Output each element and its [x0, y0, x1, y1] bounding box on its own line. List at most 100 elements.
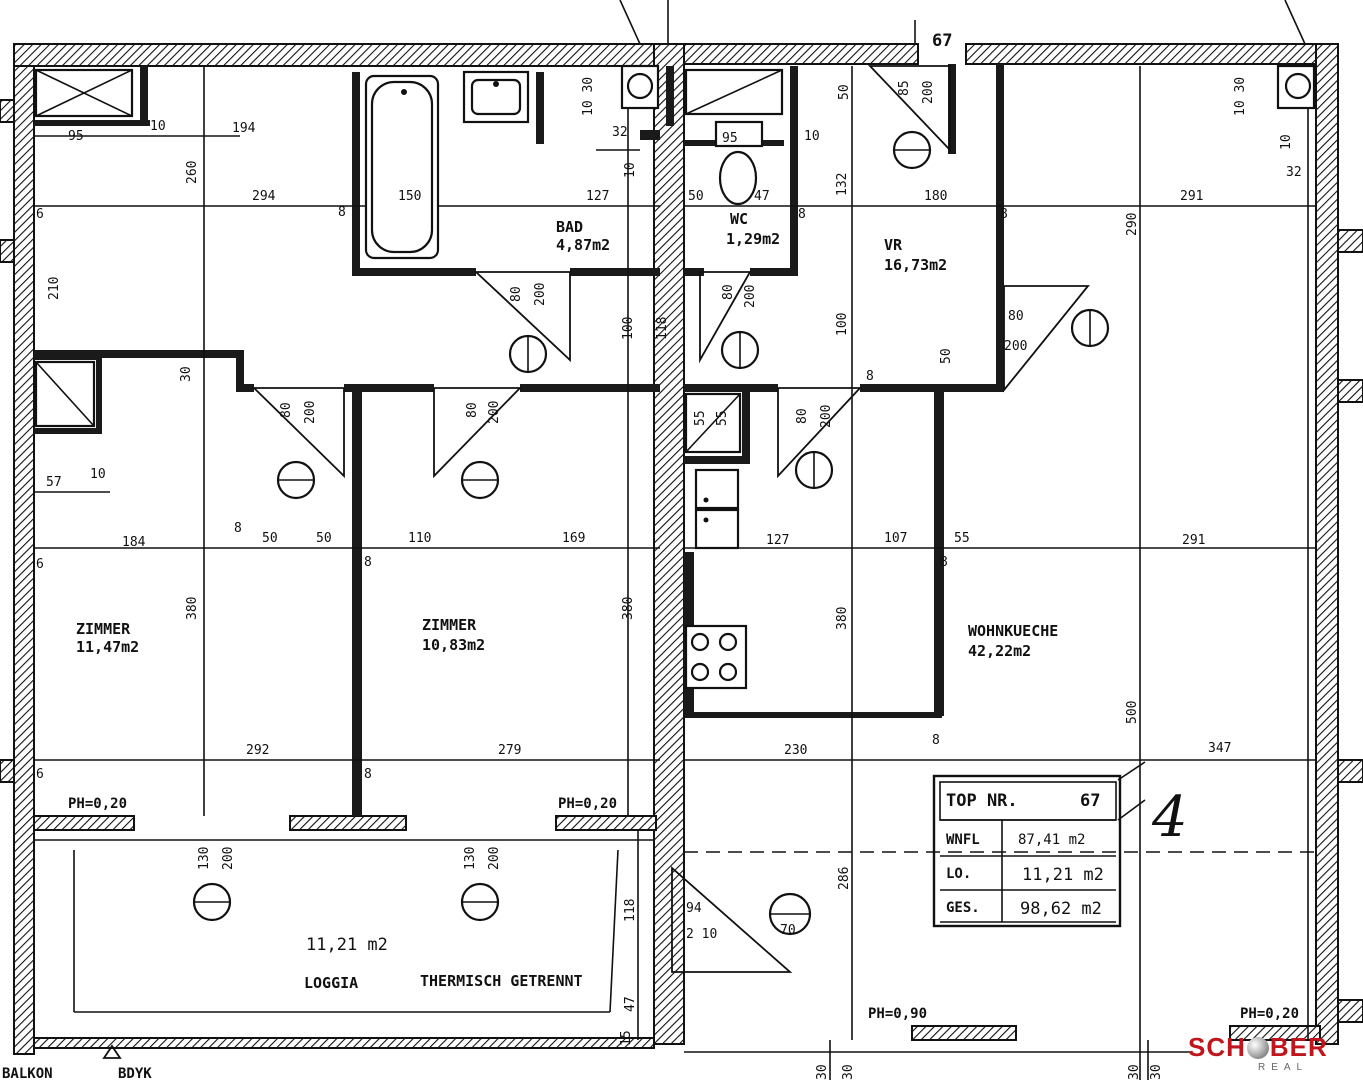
dim: 127	[766, 533, 789, 548]
dim: 32	[1286, 165, 1302, 180]
room-area-wohnkueche: 42,22m2	[968, 642, 1031, 660]
dim: 80	[279, 402, 294, 418]
room-area-zimmer-2: 10,83m2	[422, 636, 485, 654]
dim: 200	[819, 405, 834, 428]
summary-top-number: 67	[1080, 791, 1100, 811]
dim: 55	[715, 410, 730, 426]
dim: 10	[1279, 134, 1294, 150]
summary-top-label: TOP NR.	[946, 791, 1018, 811]
fixtures	[34, 64, 1316, 690]
dim: 8	[932, 733, 940, 748]
room-name-zimmer-1: ZIMMER	[76, 620, 131, 638]
dim: 200	[303, 401, 318, 424]
dim: 57	[46, 475, 62, 490]
dim: 10 30	[581, 77, 596, 116]
dim: 200	[487, 847, 502, 870]
door-swings	[192, 65, 1110, 973]
room-area-zimmer-1: 11,47m2	[76, 638, 139, 656]
dim: 169	[562, 531, 585, 546]
logo-subtext: REAL	[1258, 1062, 1309, 1073]
dim: 130	[463, 847, 478, 870]
logo-text-b: BER	[1269, 1032, 1328, 1062]
dimension-lines	[34, 0, 1316, 1080]
loggia-outline	[34, 839, 654, 1013]
dim: 10	[90, 467, 106, 482]
dim: 110	[408, 531, 431, 546]
dim: 210	[47, 277, 62, 300]
dim: 292	[246, 743, 269, 758]
dim: 380	[621, 597, 636, 620]
dim: 80	[721, 284, 736, 300]
dim: 200	[487, 401, 502, 424]
dim: 118	[655, 317, 670, 340]
dim: 8	[866, 369, 874, 384]
dim: 200	[1004, 339, 1027, 354]
dim: 70	[780, 923, 796, 938]
dim: 230	[784, 743, 807, 758]
dim: 127	[586, 189, 609, 204]
area-summary-table	[932, 761, 1146, 928]
dim: 200	[743, 285, 758, 308]
room-name-vr: VR	[884, 236, 903, 254]
dim: 200	[221, 847, 236, 870]
summary-row-label-lo: LO.	[946, 866, 971, 882]
dim: 184	[122, 535, 146, 550]
dim: 100	[621, 317, 636, 340]
loggia-note: THERMISCH GETRENNT	[420, 972, 583, 990]
dim: 50	[316, 531, 332, 546]
ph-label-3: PH=0,90	[868, 1006, 927, 1022]
ph-label-1: PH=0,20	[68, 796, 127, 812]
dim: 10	[150, 119, 166, 134]
dim: 6	[36, 207, 44, 222]
room-name-wohnkueche: WOHNKUECHE	[968, 622, 1058, 640]
dim: 10	[804, 129, 820, 144]
dim: 8	[234, 521, 242, 536]
dim: 2 10	[686, 927, 717, 942]
dim: 260	[185, 161, 200, 184]
dim: 291	[1182, 533, 1205, 548]
handwritten-mark: 4	[1151, 785, 1188, 850]
dim: 50	[262, 531, 278, 546]
dim: 347	[1208, 741, 1231, 756]
dim: 286	[837, 867, 852, 890]
room-area-vr: 16,73m2	[884, 256, 947, 274]
dim: 85	[897, 80, 912, 96]
summary-row-value-wnfl: 87,41 m2	[1018, 832, 1085, 848]
exterior-walls	[0, 43, 1363, 1055]
dim: 55	[693, 410, 708, 426]
room-name-bad: BAD	[556, 218, 583, 236]
dim: 95	[68, 129, 84, 144]
room-name-wc: WC	[730, 210, 748, 228]
dim: 8	[338, 205, 346, 220]
summary-row-label-wnfl: WNFL	[946, 832, 980, 848]
dim: 47	[623, 996, 638, 1012]
dim: 6	[36, 557, 44, 572]
dim: 30	[1149, 1064, 1164, 1080]
dim: 180	[924, 189, 947, 204]
dim: 30	[815, 1064, 830, 1080]
dim: 80	[509, 286, 524, 302]
room-name-zimmer-2: ZIMMER	[422, 616, 477, 634]
dim: 200	[533, 283, 548, 306]
dimension-numbers: 95 10 194 260 294 8 150 127 210 30 57 10…	[36, 77, 1302, 1080]
dim: 80	[465, 402, 480, 418]
dim: 30	[841, 1064, 856, 1080]
dim: 290	[1125, 213, 1140, 236]
ph-label-2: PH=0,20	[558, 796, 617, 812]
dim: 94	[686, 901, 702, 916]
logo-ball-icon	[1246, 1037, 1269, 1059]
ph-label-4: PH=0,20	[1240, 1006, 1299, 1022]
summary-row-label-ges: GES.	[946, 900, 980, 916]
dim: 291	[1180, 189, 1203, 204]
summary-text: TOP NR. 67 WNFL 87,41 m2 LO. 11,21 m2 GE…	[932, 31, 1188, 919]
level-labels: PH=0,20 PH=0,20 PH=0,90 PH=0,20 BALKON B…	[2, 796, 1299, 1080]
interior-walls	[34, 64, 1004, 816]
summary-row-value-lo: 11,21 m2	[1022, 865, 1104, 885]
dim: 15	[619, 1030, 634, 1046]
summary-row-value-ges: 98,62 m2	[1020, 899, 1102, 919]
dim: 32	[612, 125, 628, 140]
dim: 80	[795, 408, 810, 424]
dim: 50	[837, 84, 852, 100]
